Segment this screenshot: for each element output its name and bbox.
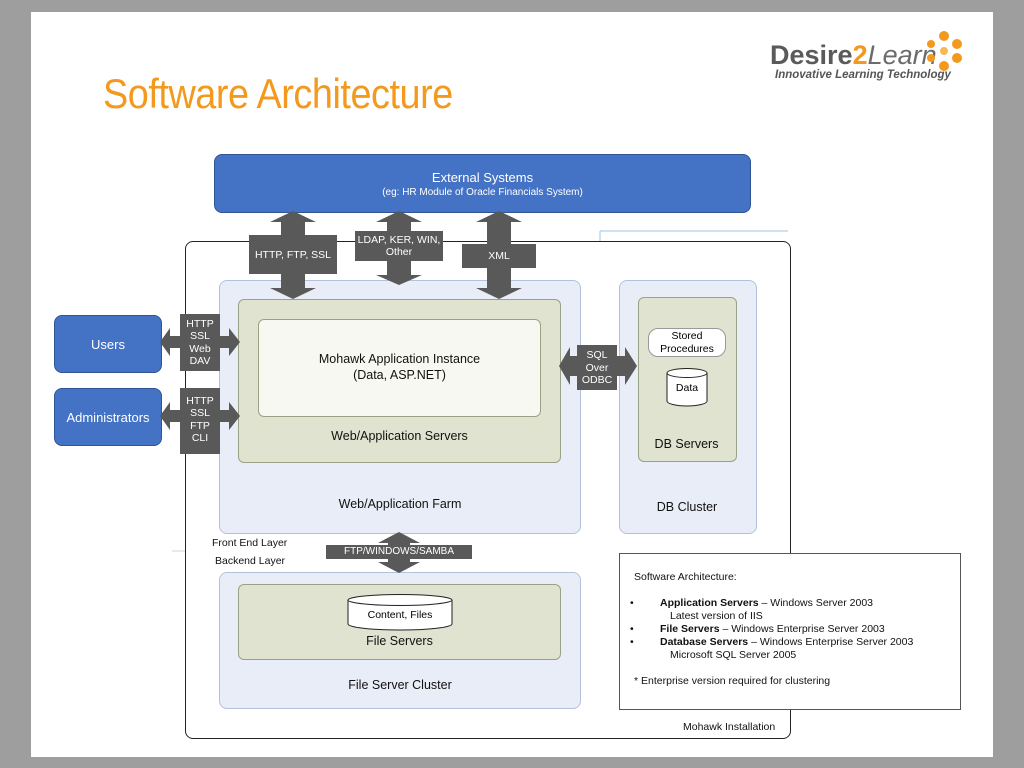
admin-protocol-label: HTTP SSL FTP CLI	[180, 392, 220, 447]
note-item: File Servers – Windows Enterprise Server…	[630, 623, 990, 636]
note-item-title: Application Servers	[660, 597, 759, 609]
note-item-sub: Latest version of IIS	[670, 610, 763, 622]
backend-layer-label: Backend Layer	[215, 555, 286, 567]
note-item-sub: Microsoft SQL Server 2005	[670, 649, 797, 661]
mohawk-installation-label: Mohawk Installation	[683, 721, 776, 733]
application-instance-detail: (Data, ASP.NET)	[353, 368, 446, 382]
file-servers-label: File Servers	[366, 634, 433, 648]
ftp-label: FTP/WINDOWS/SAMBA	[344, 545, 454, 557]
external-systems-subtitle: (eg: HR Module of Oracle Financials Syst…	[382, 186, 583, 198]
sql-label-over: Over	[585, 361, 609, 374]
ldap-label: LDAP, KER, WIN, Other	[357, 233, 441, 259]
note-heading: Software Architecture:	[634, 571, 737, 583]
users-label: Users	[91, 336, 125, 352]
users-box: Users	[54, 315, 162, 373]
logo-word-a: Desire	[770, 40, 853, 70]
external-systems-box: External Systems (eg: HR Module of Oracl…	[214, 154, 751, 213]
front-end-layer-label: Front End Layer	[212, 537, 288, 549]
http-ftp-ssl-arrow	[249, 211, 337, 299]
external-systems-title: External Systems	[431, 169, 534, 185]
users-protocol-ssl: SSL	[190, 330, 210, 342]
ldap-arrow	[355, 211, 443, 285]
admin-protocol-cli: CLI	[191, 432, 209, 444]
application-instance-label: Mohawk Application Instance (Data, ASP.N…	[258, 351, 541, 383]
admin-protocol-ssl: SSL	[190, 407, 210, 419]
content-files-cylinder-icon	[347, 594, 453, 631]
web-farm-label: Web/Application Farm	[338, 497, 462, 511]
admin-protocol-ftp: FTP	[190, 419, 210, 432]
logo-tagline: Innovative Learning Technology	[775, 69, 951, 81]
administrators-box: Administrators	[54, 388, 162, 446]
logo-word-b: 2	[852, 40, 868, 70]
note-item-title: Database Servers	[660, 636, 749, 648]
data-cylinder-icon	[666, 368, 708, 407]
db-servers-label: DB Servers	[654, 437, 719, 451]
web-servers-label: Web/Application Servers	[331, 429, 468, 443]
note-list: Application Servers – Windows Server 200…	[620, 597, 990, 662]
stored-procedures: Stored Procedures	[648, 328, 726, 357]
note-item: Database Servers – Windows Enterprise Se…	[630, 636, 990, 662]
admin-protocol-arrow	[160, 388, 240, 454]
logo: Desire2Learn	[770, 40, 937, 71]
db-cluster-label: DB Cluster	[656, 500, 718, 514]
ftp-arrow	[326, 532, 472, 573]
http-ftp-ssl-label: HTTP, FTP, SSL	[254, 248, 332, 261]
logo-flower-icon	[927, 31, 962, 71]
file-cluster-label: File Server Cluster	[348, 678, 452, 692]
data-label: Data	[675, 382, 699, 394]
sql-label-odbc: ODBC	[581, 374, 613, 387]
administrators-label: Administrators	[66, 409, 150, 425]
users-protocol-dav: DAV	[189, 355, 211, 367]
users-protocol-arrow	[160, 314, 240, 371]
mohawk-application-instance	[258, 319, 541, 417]
xml-arrow	[462, 211, 536, 299]
users-protocol-http: HTTP	[186, 317, 214, 330]
content-files-label: Content, Files	[367, 609, 433, 621]
sql-arrow	[559, 345, 637, 390]
page-title: Software Architecture	[103, 70, 453, 117]
note-item-title: File Servers	[660, 623, 720, 635]
users-protocol-web: Web	[189, 342, 211, 355]
logo-word-c: Learn	[867, 40, 937, 70]
note-footnote: * Enterprise version required for cluste…	[634, 675, 831, 687]
note-item-detail: – Windows Server 2003	[758, 597, 874, 609]
users-protocol-label: HTTP SSL Web DAV	[180, 315, 220, 370]
note-item-detail: – Windows Enterprise Server 2003	[719, 623, 885, 635]
note-item-detail: – Windows Enterprise Server 2003	[748, 636, 914, 648]
software-architecture-note: Software Architecture: Application Serve…	[619, 553, 961, 710]
xml-label: XML	[488, 249, 510, 262]
sql-label: SQL Over ODBC	[577, 347, 617, 389]
application-instance-name: Mohawk Application Instance	[318, 352, 481, 366]
admin-protocol-http: HTTP	[186, 394, 214, 407]
sql-label-sql: SQL	[586, 349, 608, 362]
note-item: Application Servers – Windows Server 200…	[630, 597, 990, 623]
